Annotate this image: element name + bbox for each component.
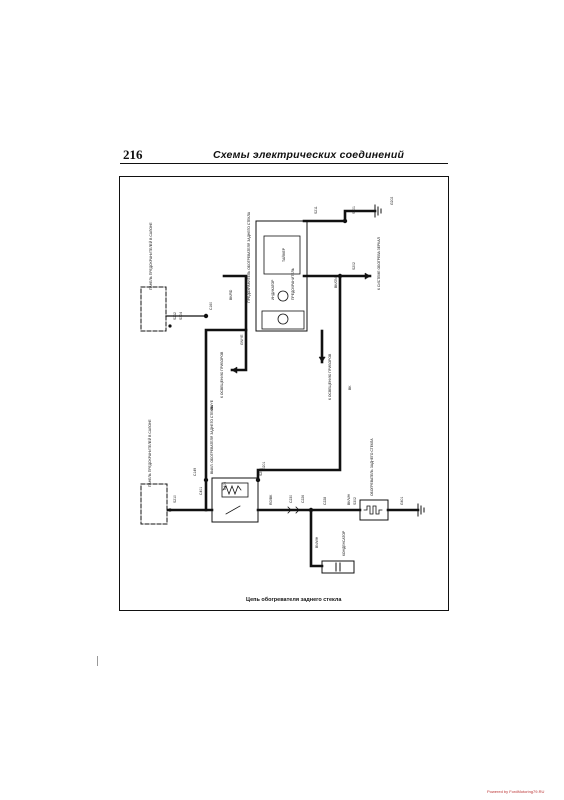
connector-label: S211 — [314, 206, 318, 214]
stray-mark — [97, 656, 98, 666]
connector-label: C149 — [193, 468, 197, 476]
page-header: Схемы электрических соединений — [213, 149, 405, 161]
connector-label: S212 — [173, 312, 177, 320]
connector-label: C401 — [199, 487, 203, 495]
relay-inner — [263, 235, 301, 275]
label-wire-2: GN/YE — [240, 334, 244, 345]
connector-label: C400 — [223, 482, 227, 490]
connector-label: C226 — [301, 495, 305, 503]
mid-fuse-panel — [140, 483, 168, 525]
label-lamp-1: ИНДИКАТОР — [271, 279, 275, 300]
lamp-1 — [277, 290, 289, 302]
label-lamp-2: ПРЕДОХРАНИТЕЛЬ — [291, 267, 295, 300]
footer-credit: Powered by FordMotoring79.RU — [487, 789, 545, 794]
connector-label: C228 — [323, 497, 327, 505]
connector-label: G202 — [390, 197, 394, 205]
label-wire-6: RD/BK — [269, 494, 273, 505]
label-wire-4: BK/GN — [334, 277, 338, 288]
label-switch: ВЫКЛ. ОБОГРЕВАТЕЛЯ ЗАДНЕГО СТЕКЛА — [210, 404, 214, 474]
connector-label: S202 — [352, 262, 356, 270]
label-wire-7: BN/WH — [315, 536, 319, 548]
connector-label: S205 — [259, 468, 263, 476]
label-relay-box: ПРЕДОХРАНИТЕЛЬ ОБОГРЕВАТЕЛЯ ЗАДНЕГО СТЕК… — [247, 211, 251, 302]
label-wire-3: BK — [348, 385, 352, 390]
connector-label: S304 — [179, 312, 183, 320]
label-to-devices-2: К ОСВЕЩЕНИЮ ПРИБОРОВ — [220, 351, 224, 398]
connector-label: S201 — [352, 206, 356, 214]
page-number: 216 — [123, 147, 143, 162]
heater-box — [359, 499, 389, 521]
lamp-2 — [277, 313, 289, 325]
connector-label: C160 — [209, 302, 213, 310]
label-wire-5: BK/RD — [229, 289, 233, 300]
header-rule — [120, 163, 448, 164]
diagram-caption: Цепь обогревателя заднего стекла — [246, 597, 342, 603]
label-to-devices: К ОСВЕЩЕНИЮ ПРИБОРОВ — [328, 353, 332, 400]
label-capacitor: КОНДЕНСАТОР — [342, 530, 346, 556]
label-heater: ОБОГРЕВАТЕЛЬ ЗАДНЕГО СТЕКЛА — [370, 438, 374, 496]
connector-label: C230 — [289, 495, 293, 503]
label-top-panel: ПАНЕЛЬ ПРЕДОХРАНИТЕЛЕЙ В САЛОНЕ — [149, 222, 153, 290]
label-wire-1: BK/YE — [210, 399, 214, 410]
label-to-system: К СИСТЕМЕ ОБОГРЕВА ЗЕРКАЛ — [377, 237, 381, 290]
connector-label: G201 — [262, 462, 266, 470]
connector-label: S302 — [353, 497, 357, 505]
connector-label: G401 — [400, 497, 404, 505]
capacitor-box — [321, 560, 355, 574]
connector-label: S210 — [173, 495, 177, 503]
label-relay-coil: ТАЙМЕР — [282, 247, 286, 262]
diagram-frame — [119, 176, 449, 611]
label-mid-panel: ПАНЕЛЬ ПРЕДОХРАНИТЕЛЕЙ В САЛОНЕ — [148, 419, 152, 487]
label-wire-8: BK/WH — [347, 493, 351, 505]
switch-box — [211, 477, 259, 523]
top-fuse-panel — [140, 286, 167, 332]
